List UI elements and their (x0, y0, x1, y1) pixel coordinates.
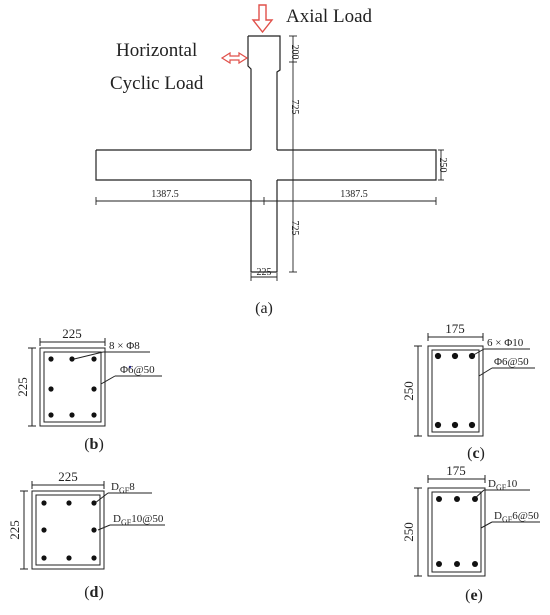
caption-e: (e) (465, 587, 483, 604)
section-b-height: 225 (15, 377, 30, 397)
section-b-width: 225 (62, 326, 82, 341)
dim-top-stub: 200 (289, 45, 300, 60)
section-e-height: 250 (401, 522, 416, 542)
section-c: 175 250 6 × Φ10 Φ6@50 (c) (401, 321, 535, 462)
section-b: 225 225 8 × Φ8 Φ6@50 (b) (15, 326, 162, 453)
axial-load-arrow-icon (251, 4, 274, 34)
dim-beam-depth: 250 (437, 158, 448, 173)
section-c-rebars (434, 352, 476, 429)
vertical-dimension-lines (289, 35, 444, 273)
stray-dot (128, 365, 132, 369)
dim-column-width: 225 (257, 267, 272, 278)
section-e-stirrup: DGF6@50 (494, 510, 539, 524)
caption-a: (a) (255, 300, 273, 317)
caption-c: (c) (467, 445, 485, 462)
dim-lower-column: 725 (289, 221, 300, 236)
section-b-long-bars: 8 × Φ8 (109, 340, 140, 352)
section-b-rebars (48, 356, 97, 418)
section-c-stirrup: Φ6@50 (494, 356, 529, 368)
axial-load-label: Axial Load (286, 6, 373, 27)
section-d-long-bars: DGF8 (111, 481, 135, 495)
section-d: 225 225 DGF8 DGF10@50 (d) (7, 469, 165, 601)
top-stub-outline (247, 35, 281, 150)
horizontal-label-line2: Cyclic Load (110, 73, 204, 94)
leader-long-bars (69, 351, 104, 361)
specimen-elevation (95, 35, 437, 273)
caption-d: (d) (84, 584, 104, 601)
dim-right-beam: 1387.5 (340, 189, 368, 200)
section-e: 175 250 DGF10 DGF6@50 (e) (401, 463, 540, 604)
horizontal-load-arrow-icon (220, 51, 249, 65)
section-d-rebars (41, 500, 97, 561)
section-d-height: 225 (7, 520, 22, 540)
section-e-long-bars: DGF10 (488, 478, 518, 492)
lower-column-outline (250, 180, 278, 273)
beam-span-dimension-lines (95, 197, 437, 205)
section-d-width: 225 (58, 469, 78, 484)
section-c-long-bars: 6 × Φ10 (487, 337, 524, 349)
section-c-height: 250 (401, 381, 416, 401)
section-b-stirrup: Φ6@50 (120, 364, 155, 376)
dim-left-beam: 1387.5 (151, 189, 179, 200)
section-e-width: 175 (446, 463, 466, 478)
horizontal-label-line1: Horizontal (116, 40, 197, 61)
dim-upper-column: 725 (289, 100, 300, 115)
caption-b: (b) (84, 436, 104, 453)
beam-outline (95, 149, 437, 181)
column-width-dimension-lines (250, 273, 278, 281)
section-e-rebars (436, 496, 478, 567)
section-c-width: 175 (445, 321, 465, 336)
section-d-stirrup: DGF10@50 (113, 513, 164, 527)
